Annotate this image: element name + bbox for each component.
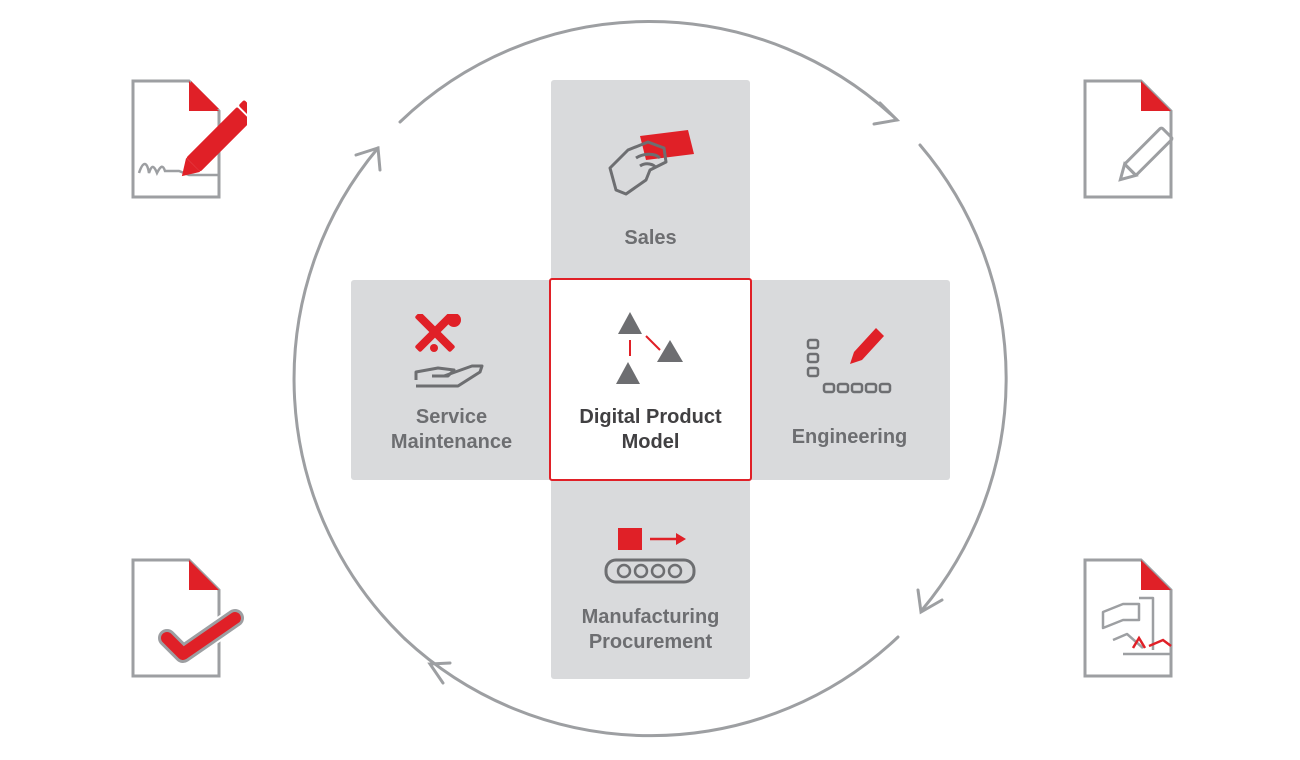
document-check-icon (131, 558, 246, 678)
digital-product-model-tile (549, 278, 752, 481)
document-signature-icon (131, 79, 247, 199)
manufacturing-label: Manufacturing Procurement (551, 605, 750, 655)
manufacturing-tile (551, 479, 750, 679)
service-label: Service Maintenance (351, 405, 552, 455)
document-press-icon (1083, 558, 1173, 678)
hand-card-icon (608, 130, 694, 196)
engineering-tile (749, 280, 950, 480)
ring-arc-bottom (403, 635, 900, 738)
ring-arc-left (292, 146, 407, 641)
service-label-line2: Maintenance (390, 431, 513, 453)
document-pen-icon (1083, 79, 1174, 199)
sales-label-text: Sales (624, 227, 677, 249)
center-label-line2: Model (621, 431, 680, 453)
sales-label: Sales (551, 226, 750, 251)
arrowhead-left-top (354, 146, 382, 172)
sales-tile (551, 80, 750, 280)
ring-arc-top (398, 20, 899, 124)
ring-arc-right (918, 143, 1008, 612)
conveyor-icon (604, 528, 696, 584)
manufacturing-label-line2: Procurement (588, 631, 713, 653)
center-label: Digital Product Model (551, 405, 750, 455)
arrowhead-top-right (872, 101, 901, 126)
arrowhead-right-bottom (916, 588, 944, 615)
center-label-line1: Digital Product (579, 406, 722, 428)
tools-hand-icon (414, 314, 484, 388)
network-triangles-icon (616, 312, 683, 384)
engineering-label: Engineering (749, 425, 950, 450)
manufacturing-label-line1: Manufacturing (581, 606, 720, 628)
pencil-grid-icon (806, 328, 892, 394)
arrowhead-bottom-left (427, 661, 452, 685)
service-label-line1: Service (415, 406, 488, 428)
engineering-label-text: Engineering (791, 426, 908, 448)
